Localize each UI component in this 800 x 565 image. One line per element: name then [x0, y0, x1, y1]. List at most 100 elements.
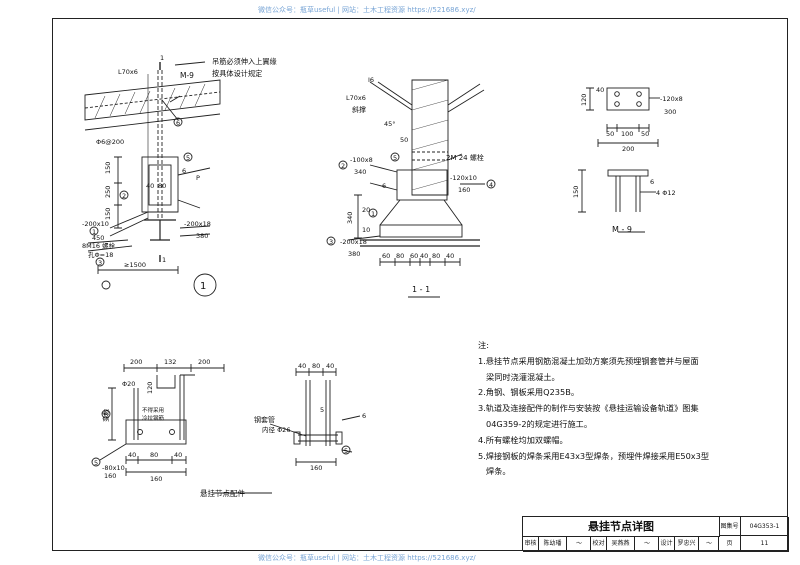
d1-section-mark-bottom: 1 — [162, 256, 166, 264]
parts-plate-label: -80x10 — [102, 464, 125, 472]
d1-note-line1: 吊筋必须伸入上翼缘 — [212, 57, 277, 66]
d1-plate1: -200x10 — [82, 220, 109, 228]
s11-dim-340: 340 — [346, 212, 354, 224]
notes-block: 注: 1.悬挂节点采用钢筋混凝土加劲方案须先预埋钢套管并与屋面 梁同时浇灌混凝土… — [478, 338, 778, 480]
title-block: 悬挂节点详图 图集号 04G353-1 审核 陈幼璠 ～ 校对 吴燕燕 ～ 设计… — [522, 516, 789, 552]
parts-dim-120: 120 — [146, 382, 154, 394]
parts-dim-200a: 200 — [130, 358, 142, 366]
atlas-number: 04G353-1 — [741, 517, 789, 536]
note-item: 焊条。 — [486, 466, 511, 477]
d1-circle-number: 1 — [200, 281, 206, 292]
parts-r-dim-40a: 40 — [298, 362, 306, 370]
atlas-label: 图集号 — [719, 517, 741, 536]
watermark-top: 微信公众号：瓶草useful | 网站：土木工程资源 https://52168… — [258, 6, 476, 14]
parts-r-weld-6: 6 — [362, 412, 366, 420]
m9-dim-150: 150 — [572, 186, 580, 198]
d1-hole-label: 孔Φ=18 — [88, 251, 113, 259]
checker-name: 吴燕燕 — [607, 536, 635, 552]
s11-bdim-4: 40 — [420, 252, 428, 260]
s11-bdim-1: 60 — [382, 252, 390, 260]
s11-angle-label: L70x6 — [346, 94, 366, 102]
parts-bdim-80: 80 — [150, 451, 158, 459]
parts-note-line1: 不得采用 — [142, 406, 164, 414]
d1-embed-label: M-9 — [180, 71, 194, 80]
s11-balloon-1: 1 — [371, 210, 375, 218]
parts-dim-variable: 变数 — [101, 409, 110, 423]
d1-angle-label: L70x6 — [118, 68, 138, 76]
s11-balloon-2: 2 — [341, 162, 345, 170]
d1-section-mark-top: 1 — [160, 54, 164, 62]
m9-plate-len: 300 — [664, 108, 676, 116]
d1-dim-40: 40 — [146, 182, 154, 190]
s11-plate-top: -100x8 — [350, 156, 373, 164]
designer-name: 罗忠兴 — [675, 536, 699, 552]
s11-bdim-3: 60 — [410, 252, 418, 260]
s11-title: 1 - 1 — [412, 285, 430, 294]
s11-dim-50: 50 — [400, 136, 408, 144]
parts-dim-200b: 200 — [198, 358, 210, 366]
d1-balloon-1: 1 — [92, 228, 96, 236]
s11-brace-label: 斜撑 — [352, 105, 366, 114]
parts-bdim-40a: 40 — [128, 451, 136, 459]
d1-balloon-5: 5 — [186, 154, 190, 162]
s11-dim-45: 45° — [384, 120, 396, 128]
m9-dim-120: 120 — [580, 94, 588, 106]
parts-plate-len: 160 — [104, 472, 116, 480]
s11-dim-10: 10 — [362, 226, 370, 234]
s11-balloon-3: 3 — [329, 238, 333, 246]
d1-balloon-6: 6 — [176, 119, 180, 127]
d1-plate2: -200x18 — [184, 220, 211, 228]
d1-plate1-len: 450 — [92, 234, 104, 242]
d1-dim-150b: 150 — [104, 208, 112, 220]
parts-balloon-5: 5 — [94, 459, 98, 467]
d1-note-line2: 按具体设计规定 — [212, 69, 262, 78]
s11-bdim-6: 40 — [446, 252, 454, 260]
d1-balloon-3: 3 — [98, 259, 102, 267]
parts-r-dim-40b: 40 — [326, 362, 334, 370]
s11-plate-side-len: 160 — [458, 186, 470, 194]
design-signature: ～ — [699, 536, 719, 552]
parts-dim-phi20: Φ20 — [122, 380, 135, 388]
m9-plate-label: -120x8 — [660, 95, 683, 103]
m9-dim-50b: 50 — [641, 130, 649, 138]
s11-i-label: Ⅰ6 — [368, 76, 374, 84]
d1-weld-6: 6 — [182, 167, 186, 175]
d1-dim-250: 250 — [104, 186, 112, 198]
d1-plate2-len: 380 — [196, 232, 208, 240]
d1-dim-80: 80 — [158, 182, 166, 190]
s11-plate-bot-len: 380 — [348, 250, 360, 258]
watermark-bottom: 微信公众号：瓶草useful | 网站：土木工程资源 https://52168… — [258, 554, 476, 562]
s11-bdim-5: 80 — [432, 252, 440, 260]
parts-bdim-40b: 40 — [174, 451, 182, 459]
page-label: 页 — [719, 536, 741, 552]
d1-dim-1500: ≥1500 — [124, 261, 146, 269]
s11-plate-side: -120x10 — [450, 174, 477, 182]
notes-heading: 注: — [478, 340, 489, 350]
d1-weld-p: P — [196, 174, 200, 182]
d1-stirrup-label: Φ6@200 — [96, 138, 124, 146]
parts-r-balloon-5: 5 — [344, 447, 348, 455]
review-signature: ～ — [567, 536, 591, 552]
d1-dim-150: 150 — [104, 162, 112, 174]
d1-balloon-2: 2 — [122, 192, 126, 200]
note-item: 2.角钢、钢板采用Q235B。 — [478, 387, 580, 398]
check-label: 校对 — [591, 536, 607, 552]
s11-bolt-label: 2M 24 螺栓 — [446, 153, 484, 162]
parts-total-160: 160 — [150, 475, 162, 483]
d1-bolt-label: 8M16 螺栓 — [82, 241, 116, 250]
m9-dim-40: 40 — [596, 86, 604, 94]
parts-sleeve-sub: 内径 Φ26 — [262, 425, 290, 434]
parts-note-line2: 冷拉钢筋 — [142, 414, 165, 422]
m9-title: M - 9 — [612, 225, 632, 234]
note-item: 4.所有螺栓均加双螺帽。 — [478, 434, 568, 445]
m9-dim-100: 100 — [621, 130, 633, 138]
page-number: 11 — [741, 536, 789, 552]
m9-dim-200: 200 — [622, 145, 634, 153]
check-signature: ～ — [635, 536, 659, 552]
parts-sleeve-label: 钢套管 — [254, 415, 275, 424]
note-item: 1.悬挂节点采用钢筋混凝土加劲方案须先预埋钢套管并与屋面 — [478, 355, 699, 366]
parts-r-weld-5: 5 — [320, 406, 324, 414]
s11-balloon-5: 5 — [393, 154, 397, 162]
m9-bar-label: 4 Φ12 — [656, 189, 676, 197]
